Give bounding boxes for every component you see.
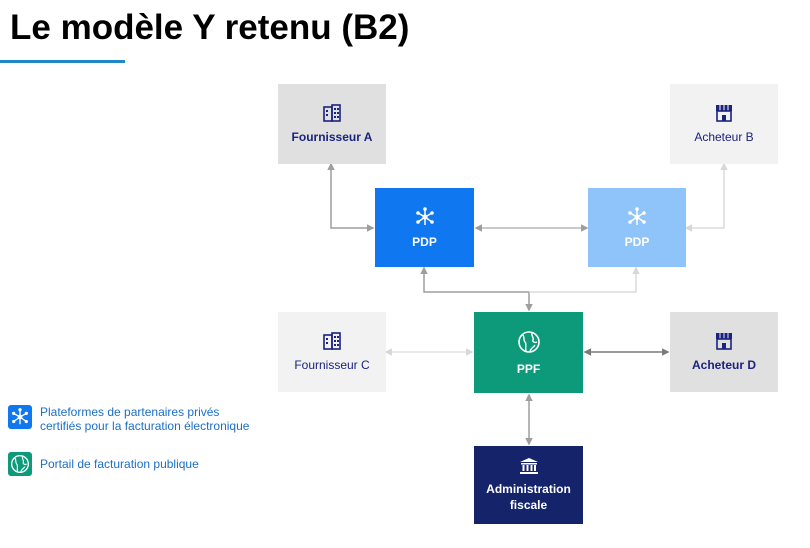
legend-pdp-line1: Plateformes de partenaires privés bbox=[40, 405, 220, 419]
node-ppf[interactable]: PPF bbox=[474, 312, 583, 393]
network-hub-icon bbox=[627, 206, 647, 227]
storefront-icon bbox=[714, 332, 734, 350]
node-label: PPF bbox=[516, 361, 541, 376]
legend-pdp: Plateformes de partenaires privés certif… bbox=[8, 405, 249, 433]
edge-pdpright-ppf bbox=[529, 266, 640, 293]
node-label: Administration fiscale bbox=[486, 482, 571, 512]
node-label: Acheteur B bbox=[694, 130, 754, 144]
node-administration-fiscale[interactable]: Administration fiscale bbox=[474, 446, 583, 524]
network-hub-icon bbox=[8, 405, 32, 429]
legend-pdp-line2: certifiés pour la facturation électroniq… bbox=[40, 419, 250, 433]
node-label: PDP bbox=[412, 234, 437, 249]
building-icon bbox=[322, 332, 342, 350]
legend-pdp-text: Plateformes de partenaires privés certif… bbox=[40, 405, 249, 433]
globe-icon bbox=[517, 330, 541, 354]
node-pdp-left[interactable]: PDP bbox=[375, 188, 474, 267]
node-label: Acheteur D bbox=[691, 358, 756, 372]
node-fournisseur-a[interactable]: Fournisseur A bbox=[278, 84, 386, 164]
legend-ppf: Portail de facturation publique bbox=[8, 452, 199, 476]
edge-pdpleft-ppf bbox=[420, 266, 533, 312]
edge-fournisseura-pdp bbox=[327, 162, 375, 232]
node-fournisseur-c[interactable]: Fournisseur C bbox=[278, 312, 386, 392]
node-label: Fournisseur A bbox=[291, 130, 373, 144]
node-label: PDP bbox=[624, 234, 650, 249]
node-acheteur-d[interactable]: Acheteur D bbox=[670, 312, 778, 392]
globe-icon bbox=[8, 452, 32, 476]
title-underline bbox=[0, 60, 125, 63]
page-title: Le modèle Y retenu (B2) bbox=[10, 8, 410, 47]
network-hub-icon bbox=[415, 206, 435, 227]
bank-icon bbox=[519, 457, 539, 475]
legend-ppf-text: Portail de facturation publique bbox=[40, 457, 199, 471]
storefront-icon bbox=[714, 104, 734, 122]
node-label: Fournisseur C bbox=[294, 358, 370, 372]
node-pdp-right[interactable]: PDP bbox=[588, 188, 686, 267]
edge-pdp-acheteurb bbox=[684, 162, 728, 232]
building-icon bbox=[322, 104, 342, 122]
node-acheteur-b[interactable]: Acheteur B bbox=[670, 84, 778, 164]
